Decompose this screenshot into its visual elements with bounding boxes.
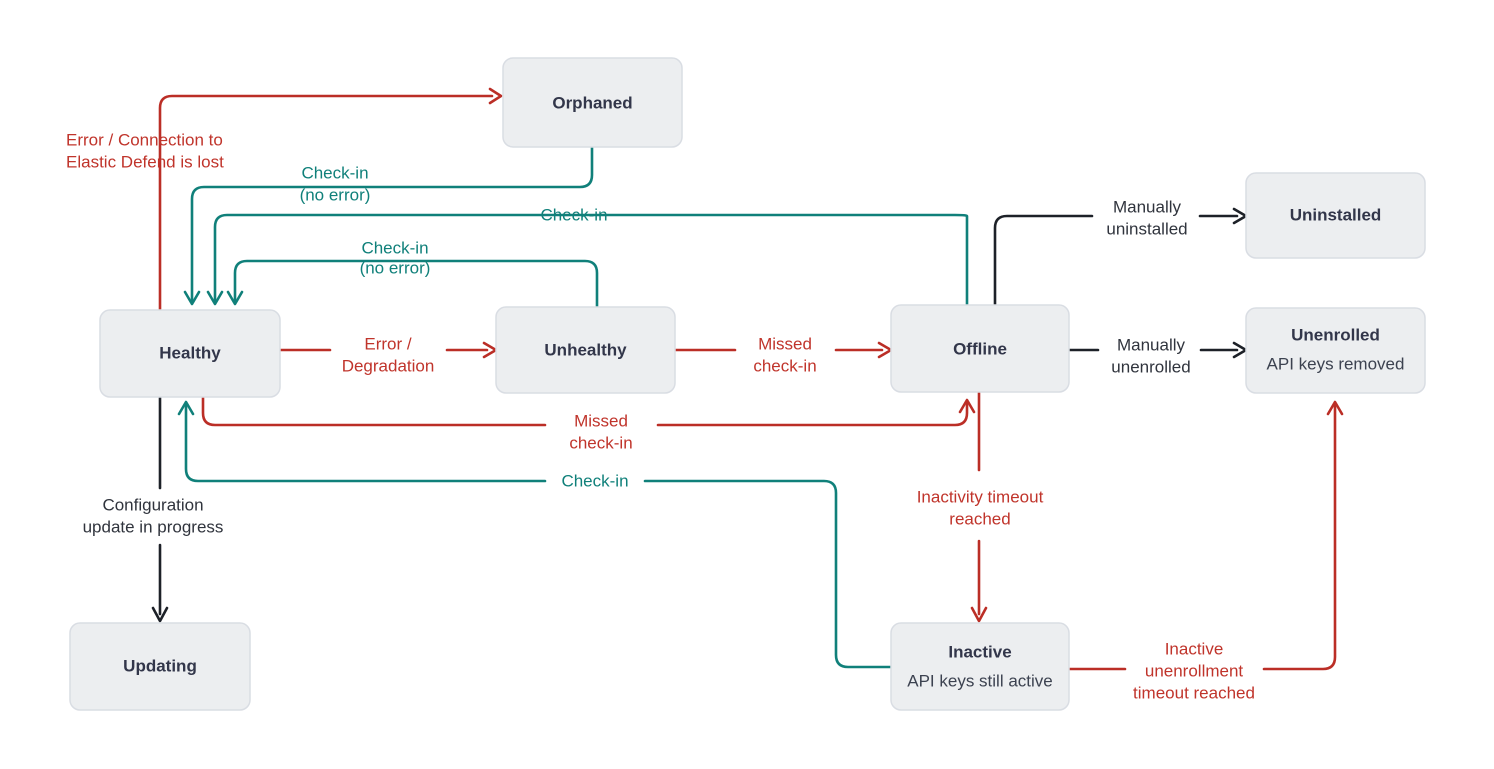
edge-offline-to-inactive xyxy=(970,390,988,623)
node-unenrolled-title: Unenrolled xyxy=(1291,325,1380,344)
label-inactive-unenrollment: Inactive unenrollment timeout reached xyxy=(1133,639,1255,702)
svg-text:Inactivity timeout: Inactivity timeout xyxy=(917,487,1044,506)
label-configuration-update: Configuration update in progress xyxy=(83,495,224,536)
edge-inactive-to-unenrolled xyxy=(1067,400,1344,671)
svg-text:unenrolled: unenrolled xyxy=(1111,357,1190,376)
svg-text:Manually: Manually xyxy=(1113,197,1182,216)
label-missed-checkin-unhealthy: Missed check-in xyxy=(753,334,816,375)
label-checkin-offline-to-healthy: Check-in xyxy=(540,205,607,224)
label-checkin-no-error-top: Check-in (no error) xyxy=(300,163,371,204)
label-missed-checkin-healthy: Missed check-in xyxy=(569,411,632,452)
svg-text:Error / Connection to: Error / Connection to xyxy=(66,130,223,149)
svg-text:Inactive: Inactive xyxy=(1165,639,1224,658)
node-unenrolled[interactable]: Unenrolled API keys removed xyxy=(1245,307,1426,394)
label-checkin-no-error-mid: Check-in (no error) xyxy=(360,238,431,277)
node-updating-title: Updating xyxy=(123,656,197,675)
node-offline-box[interactable] xyxy=(890,304,1070,393)
edge-healthy-to-updating xyxy=(151,395,169,623)
node-updating[interactable]: Updating xyxy=(69,622,251,711)
svg-text:Check-in: Check-in xyxy=(301,163,368,182)
svg-text:check-in: check-in xyxy=(753,356,816,375)
node-uninstalled-title: Uninstalled xyxy=(1290,205,1382,224)
svg-text:timeout reached: timeout reached xyxy=(1133,683,1255,702)
svg-text:uninstalled: uninstalled xyxy=(1106,219,1187,238)
svg-text:reached: reached xyxy=(949,509,1010,528)
svg-text:Check-in: Check-in xyxy=(361,238,428,257)
edge-unhealthy-to-healthy xyxy=(226,259,599,309)
node-healthy[interactable]: Healthy xyxy=(99,309,281,398)
label-error-connection-lost: Error / Connection to Elastic Defend is … xyxy=(66,130,224,171)
svg-text:(no error): (no error) xyxy=(360,258,431,277)
svg-text:Missed: Missed xyxy=(574,411,628,430)
node-unhealthy-title: Unhealthy xyxy=(544,340,627,359)
edge-offline-to-healthy-checkin xyxy=(206,213,969,307)
svg-text:Check-in: Check-in xyxy=(540,205,607,224)
label-manually-uninstalled: Manually uninstalled xyxy=(1106,197,1187,238)
edge-inactive-to-healthy xyxy=(177,400,893,669)
svg-text:Manually: Manually xyxy=(1117,335,1186,354)
edge-orphaned-to-healthy xyxy=(183,145,594,306)
edge-healthy-to-orphaned xyxy=(158,87,503,312)
svg-text:Error /: Error / xyxy=(364,334,412,353)
node-orphaned[interactable]: Orphaned xyxy=(502,57,683,148)
label-inactivity-timeout: Inactivity timeout reached xyxy=(917,487,1044,528)
node-healthy-box[interactable] xyxy=(99,309,281,398)
svg-text:(no error): (no error) xyxy=(300,185,371,204)
label-checkin-inactive-to-healthy: Check-in xyxy=(561,471,628,490)
svg-text:Check-in: Check-in xyxy=(561,471,628,490)
node-healthy-title: Healthy xyxy=(159,343,221,362)
edge-healthy-to-offline xyxy=(201,395,976,427)
node-offline-title: Offline xyxy=(953,339,1007,358)
svg-text:unenrollment: unenrollment xyxy=(1145,661,1244,680)
node-unhealthy[interactable]: Unhealthy xyxy=(495,306,676,394)
node-orphaned-box[interactable] xyxy=(502,57,683,148)
svg-text:update in progress: update in progress xyxy=(83,517,224,536)
svg-text:Missed: Missed xyxy=(758,334,812,353)
node-offline[interactable]: Offline xyxy=(890,304,1070,393)
svg-text:check-in: check-in xyxy=(569,433,632,452)
node-uninstalled[interactable]: Uninstalled xyxy=(1245,172,1426,259)
node-inactive-box[interactable] xyxy=(890,622,1070,711)
node-updating-box[interactable] xyxy=(69,622,251,711)
node-uninstalled-box[interactable] xyxy=(1245,172,1426,259)
node-inactive[interactable]: Inactive API keys still active xyxy=(890,622,1070,711)
node-unenrolled-box[interactable] xyxy=(1245,307,1426,394)
svg-text:Configuration: Configuration xyxy=(102,495,203,514)
label-manually-unenrolled: Manually unenrolled xyxy=(1111,335,1190,376)
node-inactive-title: Inactive xyxy=(948,642,1011,661)
svg-text:Degradation: Degradation xyxy=(342,356,435,375)
svg-text:Elastic Defend is lost: Elastic Defend is lost xyxy=(66,152,224,171)
node-unhealthy-box[interactable] xyxy=(495,306,676,394)
node-inactive-subtitle: API keys still active xyxy=(907,671,1053,690)
label-error-degradation: Error / Degradation xyxy=(342,334,435,375)
node-orphaned-title: Orphaned xyxy=(552,93,632,112)
node-unenrolled-subtitle: API keys removed xyxy=(1267,354,1405,373)
